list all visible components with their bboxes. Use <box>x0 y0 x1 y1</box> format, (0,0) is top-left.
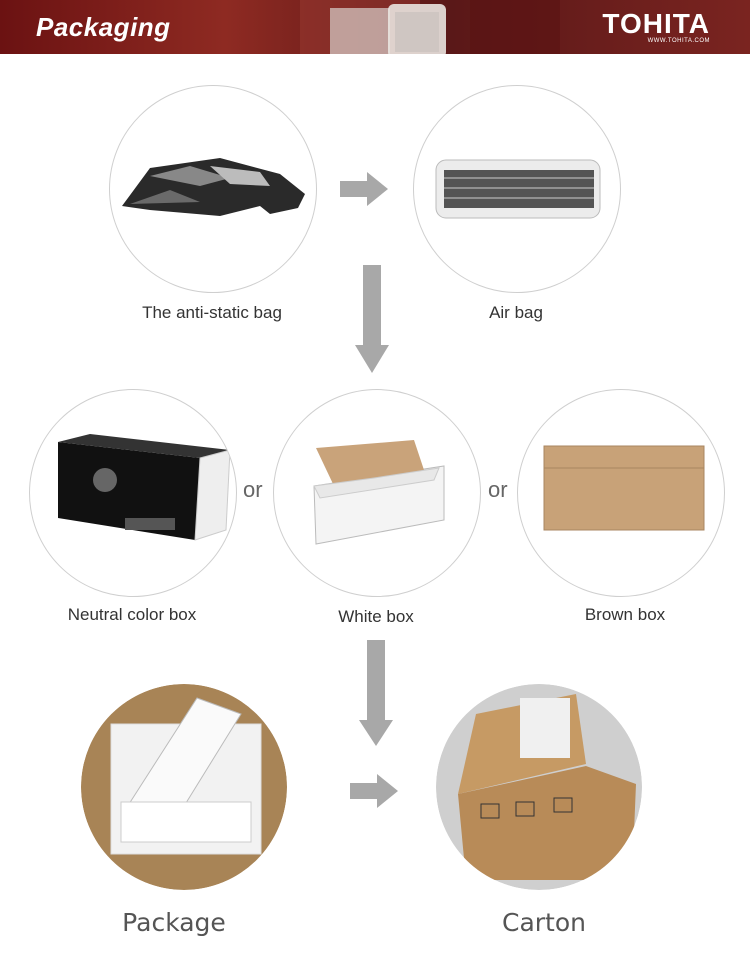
brand-url: WWW.TOHITA.COM <box>647 38 710 44</box>
header-banner: Packaging TOHITA WWW.TOHITA.COM <box>0 0 750 54</box>
brand-logo: TOHITA <box>602 8 710 39</box>
anti-static-bag-label: The anti-static bag <box>142 303 282 322</box>
neutral-color-box-image <box>29 389 237 597</box>
air-bag-label: Air bag <box>489 303 543 322</box>
arrow-down-icon <box>355 265 389 373</box>
arrow-down-icon <box>359 640 393 746</box>
page-title: Packaging <box>36 12 171 42</box>
header-background-icon <box>300 0 560 54</box>
package-label: Package <box>122 908 226 937</box>
brown-box-image <box>517 389 725 597</box>
or-connector: or <box>488 477 508 502</box>
arrow-right-icon <box>340 172 388 206</box>
anti-static-bag-image <box>109 85 317 293</box>
neutral-color-box-label: Neutral color box <box>67 605 197 624</box>
or-connector: or <box>243 477 263 502</box>
white-box-label: White box <box>338 607 414 626</box>
white-box-image <box>273 389 481 597</box>
carton-image <box>436 684 642 890</box>
package-image <box>81 684 287 890</box>
brown-box-label: Brown box <box>584 605 666 624</box>
carton-label: Carton <box>502 908 586 937</box>
arrow-right-icon <box>350 774 398 808</box>
air-bag-image <box>413 85 621 293</box>
